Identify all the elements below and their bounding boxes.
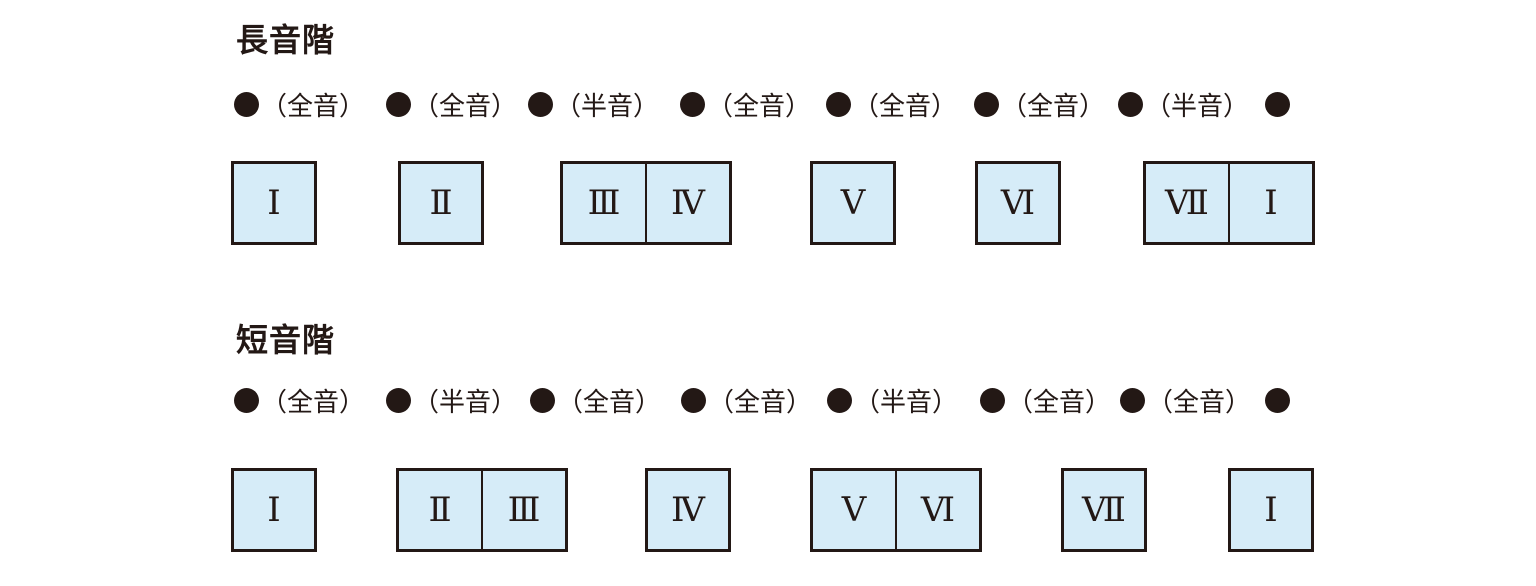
- major-degree-box: Ⅵ: [975, 161, 1061, 245]
- note-dot-icon: [680, 91, 705, 117]
- note-dot-icon: [826, 91, 851, 117]
- minor-step-5: （半音）: [827, 380, 958, 420]
- interval-label: （半音）: [1145, 91, 1250, 122]
- major-degree-box: Ⅱ: [398, 161, 484, 245]
- note-dot-icon: [234, 387, 259, 413]
- note-dot-icon: [234, 91, 259, 117]
- note-dot-icon: [827, 387, 852, 413]
- note-dot-icon: [386, 387, 411, 413]
- interval-label: （全音）: [557, 387, 662, 418]
- minor-degree-box: Ⅱ: [396, 468, 482, 552]
- major-degree-box: Ⅴ: [810, 161, 896, 245]
- minor-step-3: （全音）: [530, 380, 661, 420]
- major-degree-box: Ⅲ: [560, 161, 646, 245]
- minor-step-4: （全音）: [681, 380, 812, 420]
- note-dot-icon: [681, 387, 706, 413]
- note-dot-icon: [1265, 91, 1290, 117]
- minor-degree-box: Ⅵ: [896, 468, 982, 552]
- major-step-5: （全音）: [826, 84, 957, 124]
- interval-label: （全音）: [707, 91, 812, 122]
- interval-label: （全音）: [1001, 91, 1106, 122]
- minor-degree-box: Ⅲ: [482, 468, 568, 552]
- minor-degree-box: Ⅴ: [810, 468, 896, 552]
- interval-label: （全音）: [261, 387, 366, 418]
- minor-degree-box: Ⅳ: [645, 468, 731, 552]
- minor-step-7: （全音）: [1120, 380, 1251, 420]
- minor-step-8: [1265, 380, 1292, 420]
- minor-scale-title: 短音階: [236, 321, 336, 359]
- minor-step-1: （全音）: [234, 380, 365, 420]
- major-scale-title: 長音階: [236, 21, 336, 59]
- major-step-3: （半音）: [528, 84, 659, 124]
- interval-label: （全音）: [708, 387, 813, 418]
- interval-label: （全音）: [1147, 387, 1252, 418]
- interval-label: （半音）: [854, 387, 959, 418]
- minor-step-6: （全音）: [980, 380, 1111, 420]
- note-dot-icon: [530, 387, 555, 413]
- note-dot-icon: [528, 91, 553, 117]
- interval-label: （半音）: [555, 91, 660, 122]
- major-degree-box: Ⅶ: [1143, 161, 1229, 245]
- minor-degree-box: Ⅶ: [1061, 468, 1147, 552]
- note-dot-icon: [1120, 387, 1145, 413]
- note-dot-icon: [980, 387, 1005, 413]
- note-dot-icon: [974, 91, 999, 117]
- note-dot-icon: [1118, 91, 1143, 117]
- major-step-7: （半音）: [1118, 84, 1249, 124]
- interval-label: （全音）: [261, 91, 366, 122]
- major-step-1: （全音）: [234, 84, 365, 124]
- interval-label: （全音）: [853, 91, 958, 122]
- minor-degree-box: Ⅰ: [231, 468, 317, 552]
- major-step-4: （全音）: [680, 84, 811, 124]
- interval-label: （全音）: [413, 91, 518, 122]
- major-degree-box: Ⅳ: [646, 161, 732, 245]
- major-step-6: （全音）: [974, 84, 1105, 124]
- interval-label: （全音）: [1007, 387, 1112, 418]
- interval-label: （半音）: [413, 387, 518, 418]
- note-dot-icon: [1265, 387, 1290, 413]
- major-degree-box: Ⅰ: [231, 161, 317, 245]
- major-step-8: [1265, 84, 1292, 124]
- minor-degree-box: Ⅰ: [1228, 468, 1314, 552]
- major-degree-box: Ⅰ: [1229, 161, 1315, 245]
- minor-step-2: （半音）: [386, 380, 517, 420]
- major-step-2: （全音）: [386, 84, 517, 124]
- note-dot-icon: [386, 91, 411, 117]
